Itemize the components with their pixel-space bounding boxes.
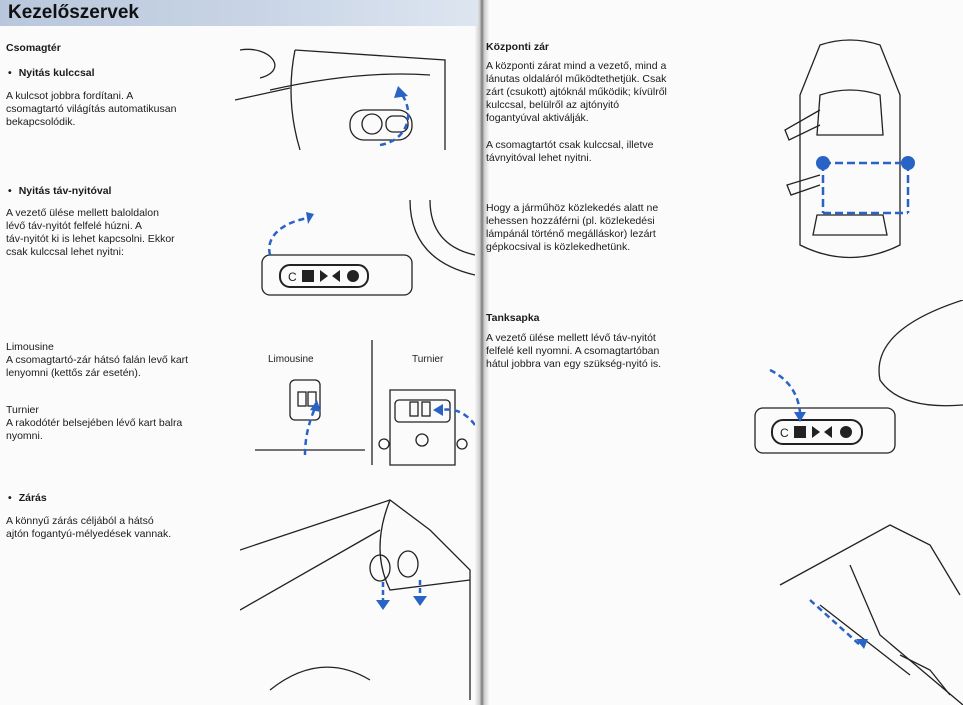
fuel-cap-text: A vezető ülése mellett lévő táv-nyitót f… [486, 332, 662, 370]
emergency-release-illustration [779, 524, 963, 705]
fuel-cap-heading: Tanksapka [486, 312, 540, 324]
remote-opener-illustration: C [261, 200, 475, 296]
fuel-remote-illustration: C [754, 300, 963, 454]
section-title: Csomagtér [6, 42, 61, 54]
remote-open-text: A vezető ülése mellett baloldalon lévő t… [6, 207, 175, 258]
page-title: Kezelőszervek [8, 2, 139, 23]
limousine-turnier-illustration [255, 340, 475, 466]
close-text: A könnyű zárás céljából a hátsó ajtón fo… [6, 515, 172, 540]
limousine-heading: Limousine [6, 341, 54, 353]
limousine-figure-label: Limousine [268, 354, 314, 365]
book-spine [474, 0, 490, 705]
fuel-pump-icon [302, 270, 314, 282]
limousine-block: Limousine A csomagtartó-zár hátsó falán … [6, 341, 189, 379]
turnier-block: Turnier A rakodótér belsejében lévő kart… [6, 404, 183, 442]
central-lock-text: A központi zárat mind a vezető, mind a l… [486, 60, 667, 124]
trunk-key-lock-illustration [234, 48, 446, 151]
key-open-text: A kulcsot jobbra fordítani. A csomagtart… [6, 90, 177, 128]
left-page [0, 0, 478, 705]
trunk-icon [347, 270, 359, 282]
svg-text:C: C [288, 270, 297, 284]
header-bar: Kezelőszervek [0, 0, 478, 26]
turnier-heading: Turnier [6, 404, 39, 416]
tailgate-handle-illustration [240, 499, 471, 700]
central-lock-heading: Központi zár [486, 41, 549, 53]
close-heading: Zárás [8, 492, 47, 505]
remote-open-heading: Nyitás táv-nyitóval [8, 185, 112, 198]
turnier-figure-label: Turnier [412, 354, 444, 365]
central-lock-text-3: Hogy a járműhöz közlekedés alatt ne lehe… [486, 202, 659, 253]
svg-text:C: C [780, 426, 789, 440]
key-open-heading: Nyitás kulccsal [8, 67, 95, 80]
central-lock-text-2: A csomagtartót csak kulccsal, illetve tá… [486, 139, 654, 164]
car-topview [784, 39, 915, 259]
